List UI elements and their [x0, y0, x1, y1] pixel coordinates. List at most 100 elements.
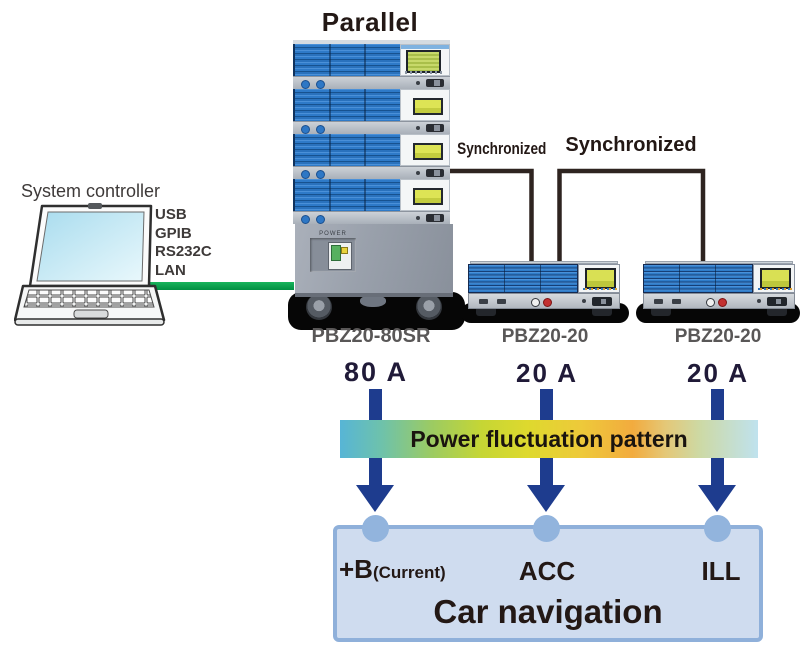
- output-knob: [301, 80, 310, 89]
- system-controller-label: System controller: [21, 181, 161, 201]
- interface-gpib: GPIB: [155, 224, 192, 242]
- stack-unit-2-strip: [293, 121, 450, 134]
- panel-buttons: [405, 71, 445, 74]
- yellow-lcd-display: [585, 268, 616, 289]
- power-fluctuation-band: Power fluctuation pattern: [340, 420, 758, 458]
- unit-ribs: [468, 264, 578, 293]
- indicator-dot: [416, 81, 420, 85]
- caster-wheel: [306, 294, 332, 320]
- interface-lan: LAN: [155, 261, 186, 279]
- connection-dot-1: [362, 515, 389, 542]
- arrow-head-3: [698, 485, 736, 512]
- synchronized-label-left: Synchronized: [446, 139, 546, 159]
- stack-unit-4-strip: [293, 211, 450, 224]
- circuit-breaker: [328, 242, 352, 270]
- input-ill-label: ILL: [701, 556, 741, 586]
- laptop-illustration: [14, 203, 166, 326]
- input-b-label: +B(Current): [339, 554, 446, 585]
- breaker-recess: [310, 238, 356, 272]
- unit1-model-label: PBZ20-20: [501, 326, 589, 347]
- arrow-head-1: [356, 485, 394, 512]
- power-label: POWER: [319, 231, 347, 237]
- interface-list: USB GPIB RS232C LAN: [155, 206, 212, 280]
- front-icon: [654, 299, 663, 304]
- connection-dot-2: [533, 515, 560, 542]
- binding-post-positive: [543, 298, 552, 307]
- binding-post-neutral: [706, 298, 715, 307]
- stack-unit-2-panel: [400, 89, 450, 121]
- yellow-lcd-display: [413, 188, 443, 205]
- power-switch: [426, 169, 444, 177]
- stack-unit-4-ribs: [293, 179, 400, 211]
- unit1-current-label: 20 A: [516, 358, 578, 388]
- stack-base-cabinet: POWER: [295, 224, 453, 297]
- output-knob: [301, 170, 310, 179]
- stack-unit-3-panel: [400, 134, 450, 166]
- unit-foot: [767, 309, 787, 316]
- yellow-lcd-display: [413, 98, 443, 115]
- output-knob: [316, 170, 325, 179]
- interface-rs232c: RS232C: [155, 243, 212, 260]
- stack-unit-4: [293, 179, 450, 224]
- output-knob: [316, 125, 325, 134]
- unit-connector-strip: [643, 293, 795, 309]
- power-switch: [426, 79, 444, 87]
- stack-unit-3-strip: [293, 166, 450, 179]
- output-knob: [301, 125, 310, 134]
- arrow-head-2: [527, 485, 565, 512]
- indicator-dot: [582, 299, 586, 303]
- unit-connector-strip: [468, 293, 620, 309]
- unit2-model-label: PBZ20-20: [674, 326, 762, 347]
- input-acc-label: ACC: [518, 556, 576, 586]
- stack-unit-1-ribs: [293, 44, 400, 76]
- stack-unit-3-ribs: [293, 134, 400, 166]
- stack-unit-1: [293, 44, 450, 89]
- interface-usb: USB: [155, 206, 187, 223]
- input-b-main: +B: [339, 554, 373, 584]
- unit-foot: [476, 309, 496, 316]
- support-foot: [360, 295, 386, 307]
- unit-foot: [651, 309, 671, 316]
- output-knob: [301, 215, 310, 224]
- input-b-sub: (Current): [372, 563, 446, 582]
- unit-foot: [592, 309, 612, 316]
- output-knob: [316, 215, 325, 224]
- stack-unit-3: [293, 134, 450, 179]
- stack-model-label: PBZ20-80SR: [311, 325, 431, 347]
- panel-header: [401, 45, 449, 49]
- connection-dot-3: [704, 515, 731, 542]
- indicator-dot: [416, 126, 420, 130]
- yellow-lcd-display: [760, 268, 791, 289]
- stack-top-lid: [293, 40, 450, 44]
- binding-post-positive: [718, 298, 727, 307]
- front-icon: [497, 299, 506, 304]
- unit-ribs: [643, 264, 753, 293]
- power-switch: [592, 297, 612, 306]
- power-switch: [767, 297, 787, 306]
- indicator-dot: [757, 299, 761, 303]
- stack-unit-2: [293, 89, 450, 134]
- power-fluctuation-label: Power fluctuation pattern: [410, 426, 688, 452]
- power-switch: [426, 214, 444, 222]
- parallel-title: Parallel: [321, 7, 419, 37]
- binding-post-neutral: [531, 298, 540, 307]
- pbz-unit-2-illustration: [643, 261, 795, 316]
- front-icon: [479, 299, 488, 304]
- unit2-current-label: 20 A: [687, 358, 749, 388]
- car-navigation-title: Car navigation: [433, 593, 663, 630]
- panel-buttons: [583, 288, 617, 290]
- power-switch: [426, 124, 444, 132]
- synchronized-label-right: Synchronized: [565, 134, 697, 156]
- stack-current-label: 80 A: [343, 357, 409, 387]
- panel-buttons: [758, 288, 792, 290]
- indicator-dot: [416, 216, 420, 220]
- stack-unit-2-ribs: [293, 89, 400, 121]
- stack-unit-1-strip: [293, 76, 450, 89]
- green-lcd-display: [406, 50, 441, 73]
- synchronized-label-left-text: Synchronized: [457, 139, 547, 158]
- unit-panel: [753, 264, 795, 293]
- lan-cable: [146, 282, 294, 290]
- stack-unit-4-panel: [400, 179, 450, 211]
- pbz-unit-1-illustration: [468, 261, 620, 316]
